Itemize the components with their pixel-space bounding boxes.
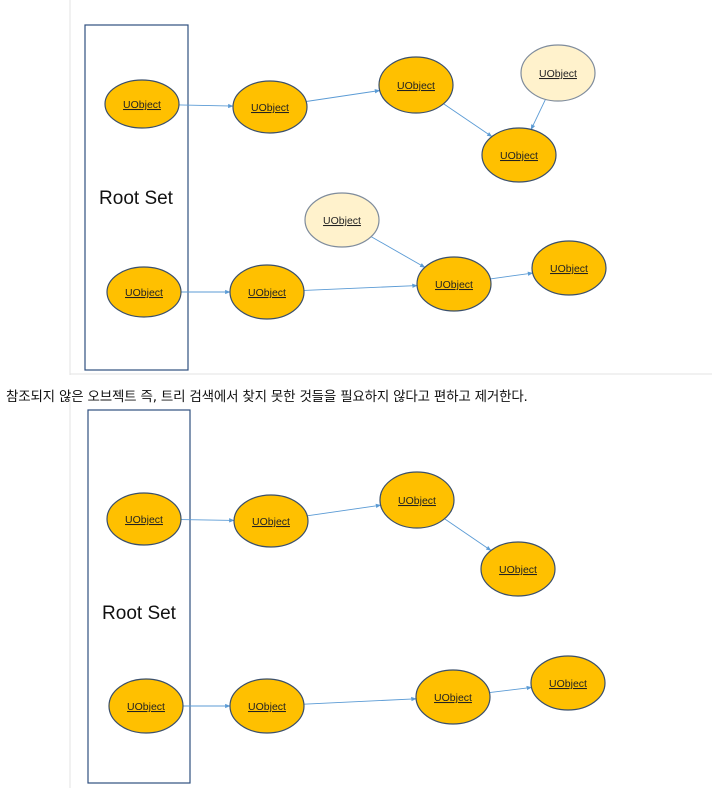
nodes-group: UObjectUObjectUObjectUObjectUObjectUObje… — [106, 471, 606, 734]
edge-b2-to-b3 — [490, 271, 534, 280]
uobject-label: UObject — [251, 102, 289, 114]
reachable-uobject-ellipse — [233, 494, 309, 548]
uobject-node-a2: UObject — [378, 56, 454, 114]
reachable-uobject-ellipse — [104, 79, 180, 129]
caption-text: 참조되지 않은 오브젝트 즉, 트리 검색에서 찾지 못한 것들을 필요하지 않… — [6, 389, 528, 405]
edge-u1-to-a3 — [530, 99, 546, 130]
uobject-node-r1: UObject — [104, 79, 180, 129]
reachable-uobject-ellipse — [530, 655, 606, 711]
uobject-label: UObject — [123, 99, 161, 111]
edge-u2-to-b2 — [370, 236, 426, 268]
reachable-uobject-ellipse — [379, 471, 455, 529]
uobject-label: UObject — [323, 215, 361, 227]
edge-b2-to-b3 — [489, 685, 533, 694]
reachable-uobject-ellipse — [481, 127, 557, 183]
unreferenced-uobject-ellipse — [304, 192, 380, 248]
uobject-label: UObject — [125, 514, 163, 526]
unreferenced-uobject-ellipse — [520, 44, 596, 102]
uobject-label: UObject — [248, 287, 286, 299]
uobject-node-b1: UObject — [229, 264, 305, 320]
uobject-label: UObject — [434, 692, 472, 704]
edge-a1-to-a2 — [306, 89, 381, 102]
reachable-uobject-ellipse — [106, 492, 182, 546]
edge-b1-to-b2 — [303, 283, 418, 291]
uobject-label: UObject — [499, 564, 537, 576]
root-set-label: Root Set — [102, 603, 177, 624]
uobject-node-a2: UObject — [379, 471, 455, 529]
reachable-uobject-ellipse — [531, 240, 607, 296]
edge-a2-to-a3 — [443, 103, 493, 137]
uobject-label: UObject — [500, 150, 538, 162]
reachable-uobject-ellipse — [108, 678, 184, 734]
uobject-label: UObject — [125, 287, 163, 299]
uobject-label: UObject — [550, 263, 588, 275]
root-set-box — [84, 24, 189, 371]
object-graph-before: Root Set UObjectUObjectUObjectUObjectUOb… — [69, 0, 712, 375]
edge-a2-to-a3 — [444, 518, 492, 551]
reachable-uobject-ellipse — [106, 266, 182, 318]
uobject-label: UObject — [435, 279, 473, 291]
reachable-uobject-ellipse — [415, 669, 491, 725]
object-graph-after: Root Set UObjectUObjectUObjectUObjectUOb… — [69, 400, 606, 788]
reachable-uobject-ellipse — [232, 80, 308, 134]
uobject-node-b3: UObject — [531, 240, 607, 296]
uobject-node-u1: UObject — [520, 44, 596, 102]
reachable-uobject-ellipse — [480, 541, 556, 597]
uobject-node-a1: UObject — [232, 80, 308, 134]
uobject-node-b2: UObject — [416, 256, 492, 312]
reachable-uobject-ellipse — [416, 256, 492, 312]
uobject-node-a3: UObject — [480, 541, 556, 597]
edge-b1-to-b2 — [303, 696, 417, 705]
uobject-node-b3: UObject — [530, 655, 606, 711]
root-set-label: Root Set — [99, 188, 174, 209]
uobject-node-a1: UObject — [233, 494, 309, 548]
uobject-node-r2: UObject — [106, 266, 182, 318]
root-set-box — [87, 409, 191, 784]
uobject-label: UObject — [252, 516, 290, 528]
edge-r1-to-a1 — [180, 518, 235, 523]
uobject-label: UObject — [398, 495, 436, 507]
uobject-label: UObject — [248, 701, 286, 713]
edge-a1-to-a2 — [307, 503, 382, 517]
reachable-uobject-ellipse — [229, 678, 305, 734]
uobject-label: UObject — [127, 701, 165, 713]
uobject-node-u2: UObject — [304, 192, 380, 248]
uobject-node-a3: UObject — [481, 127, 557, 183]
edges-group — [178, 89, 546, 295]
nodes-group: UObjectUObjectUObjectUObjectUObjectUObje… — [104, 44, 607, 320]
reachable-uobject-ellipse — [378, 56, 454, 114]
uobject-label: UObject — [539, 68, 577, 80]
reachable-uobject-ellipse — [229, 264, 305, 320]
uobject-label: UObject — [549, 678, 587, 690]
edges-group — [180, 503, 533, 709]
uobject-node-r1: UObject — [106, 492, 182, 546]
edge-r1-to-a1 — [178, 103, 234, 109]
uobject-node-r2: UObject — [108, 678, 184, 734]
uobject-node-b1: UObject — [229, 678, 305, 734]
uobject-label: UObject — [397, 80, 435, 92]
uobject-node-b2: UObject — [415, 669, 491, 725]
